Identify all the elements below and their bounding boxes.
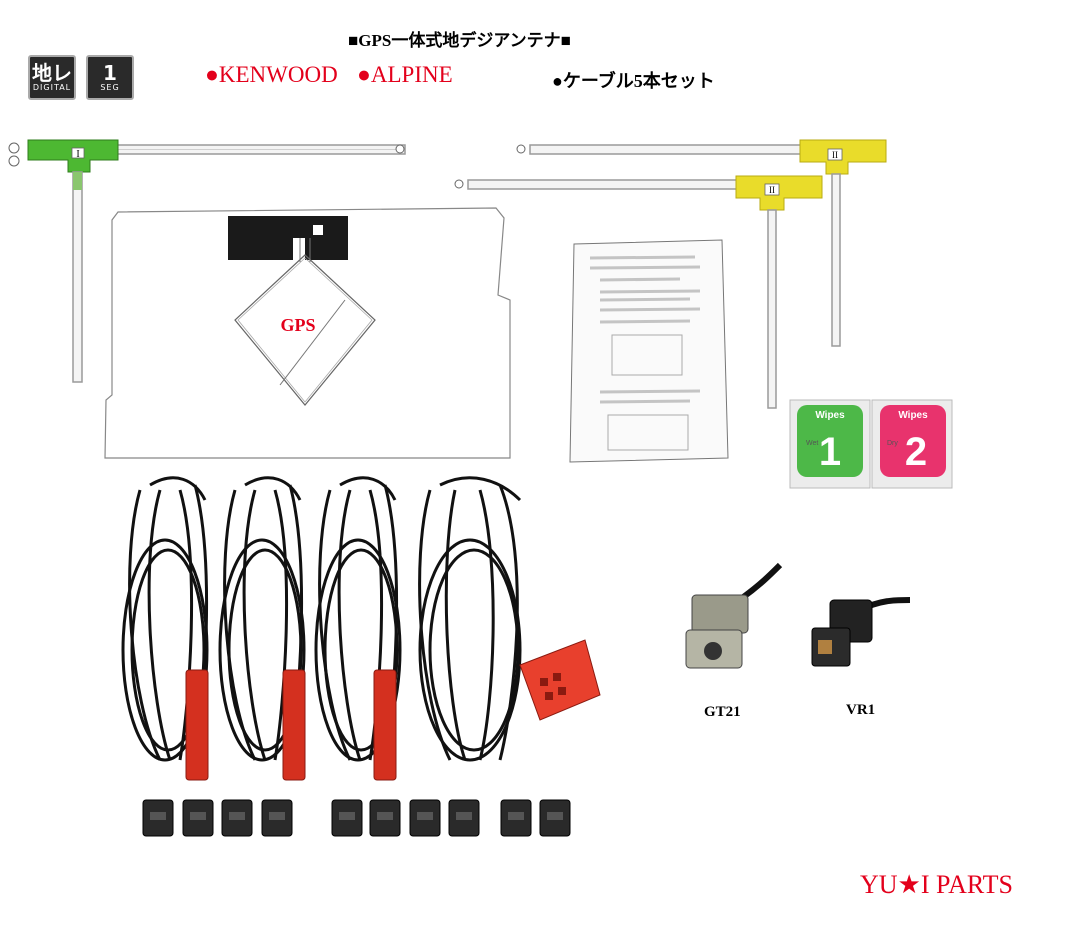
vr1-label: VR1 [846,702,876,718]
digital-logo-text: DIGITAL [32,82,72,92]
amplifier-3 [373,669,397,781]
amplifier-2 [282,669,306,781]
oneseg-logo-mark: 1 [103,60,117,85]
wipe-dry-title: Wipes [898,410,928,421]
brand-alpine: ●ALPINE [357,62,453,87]
shop-name: YU★I PARTS [860,870,1013,899]
amplifier-gps [519,639,601,721]
wipe-pack-wet: Wipes 1 Wet [789,399,871,489]
wipe-wet-title: Wipes [815,410,845,421]
oneseg-logo-text: SEG [100,82,120,92]
wipe-pack-dry: Wipes 2 Dry [871,399,953,489]
amplifier-1 [185,669,209,781]
digital-logo-mark: 地レ [32,60,72,85]
oneseg-logo: 1 SEG [86,55,134,100]
antenna-right-lower-label: II [769,185,775,195]
antenna-right-upper-label: II [832,150,838,160]
vr1-connector [811,597,911,667]
gt21-label: GT21 [704,704,741,720]
antenna-element-right-lower: II [454,175,823,409]
cable-coil-1 [121,476,209,762]
gps-film: GPS [104,207,511,459]
gps-label: GPS [280,315,315,335]
cable-set-note: ●ケーブル5本セット [552,71,715,91]
cable-clip-slots [150,812,563,820]
cable-clips [142,799,571,837]
antenna-element-right-upper: II [516,139,887,347]
wipe-dry-tag: Dry [887,440,898,447]
cable-coil-2 [218,476,306,762]
antenna-element-left: I [8,139,406,383]
cable-coil-4 [418,476,522,762]
wipe-dry-number: 2 [905,430,927,474]
antenna-left-label: I [76,149,79,160]
digital-tv-logo: 地レ DIGITAL [28,55,76,100]
instruction-sheet [569,239,729,463]
cable-coil-3 [314,476,402,762]
brand-kenwood: ●KENWOOD [205,62,338,87]
wipe-wet-tag: Wet [806,440,818,447]
gt21-connector [685,562,783,669]
page-title: ■GPS一体式地デジアンテナ■ [348,31,571,50]
wipe-wet-number: 1 [819,430,841,474]
